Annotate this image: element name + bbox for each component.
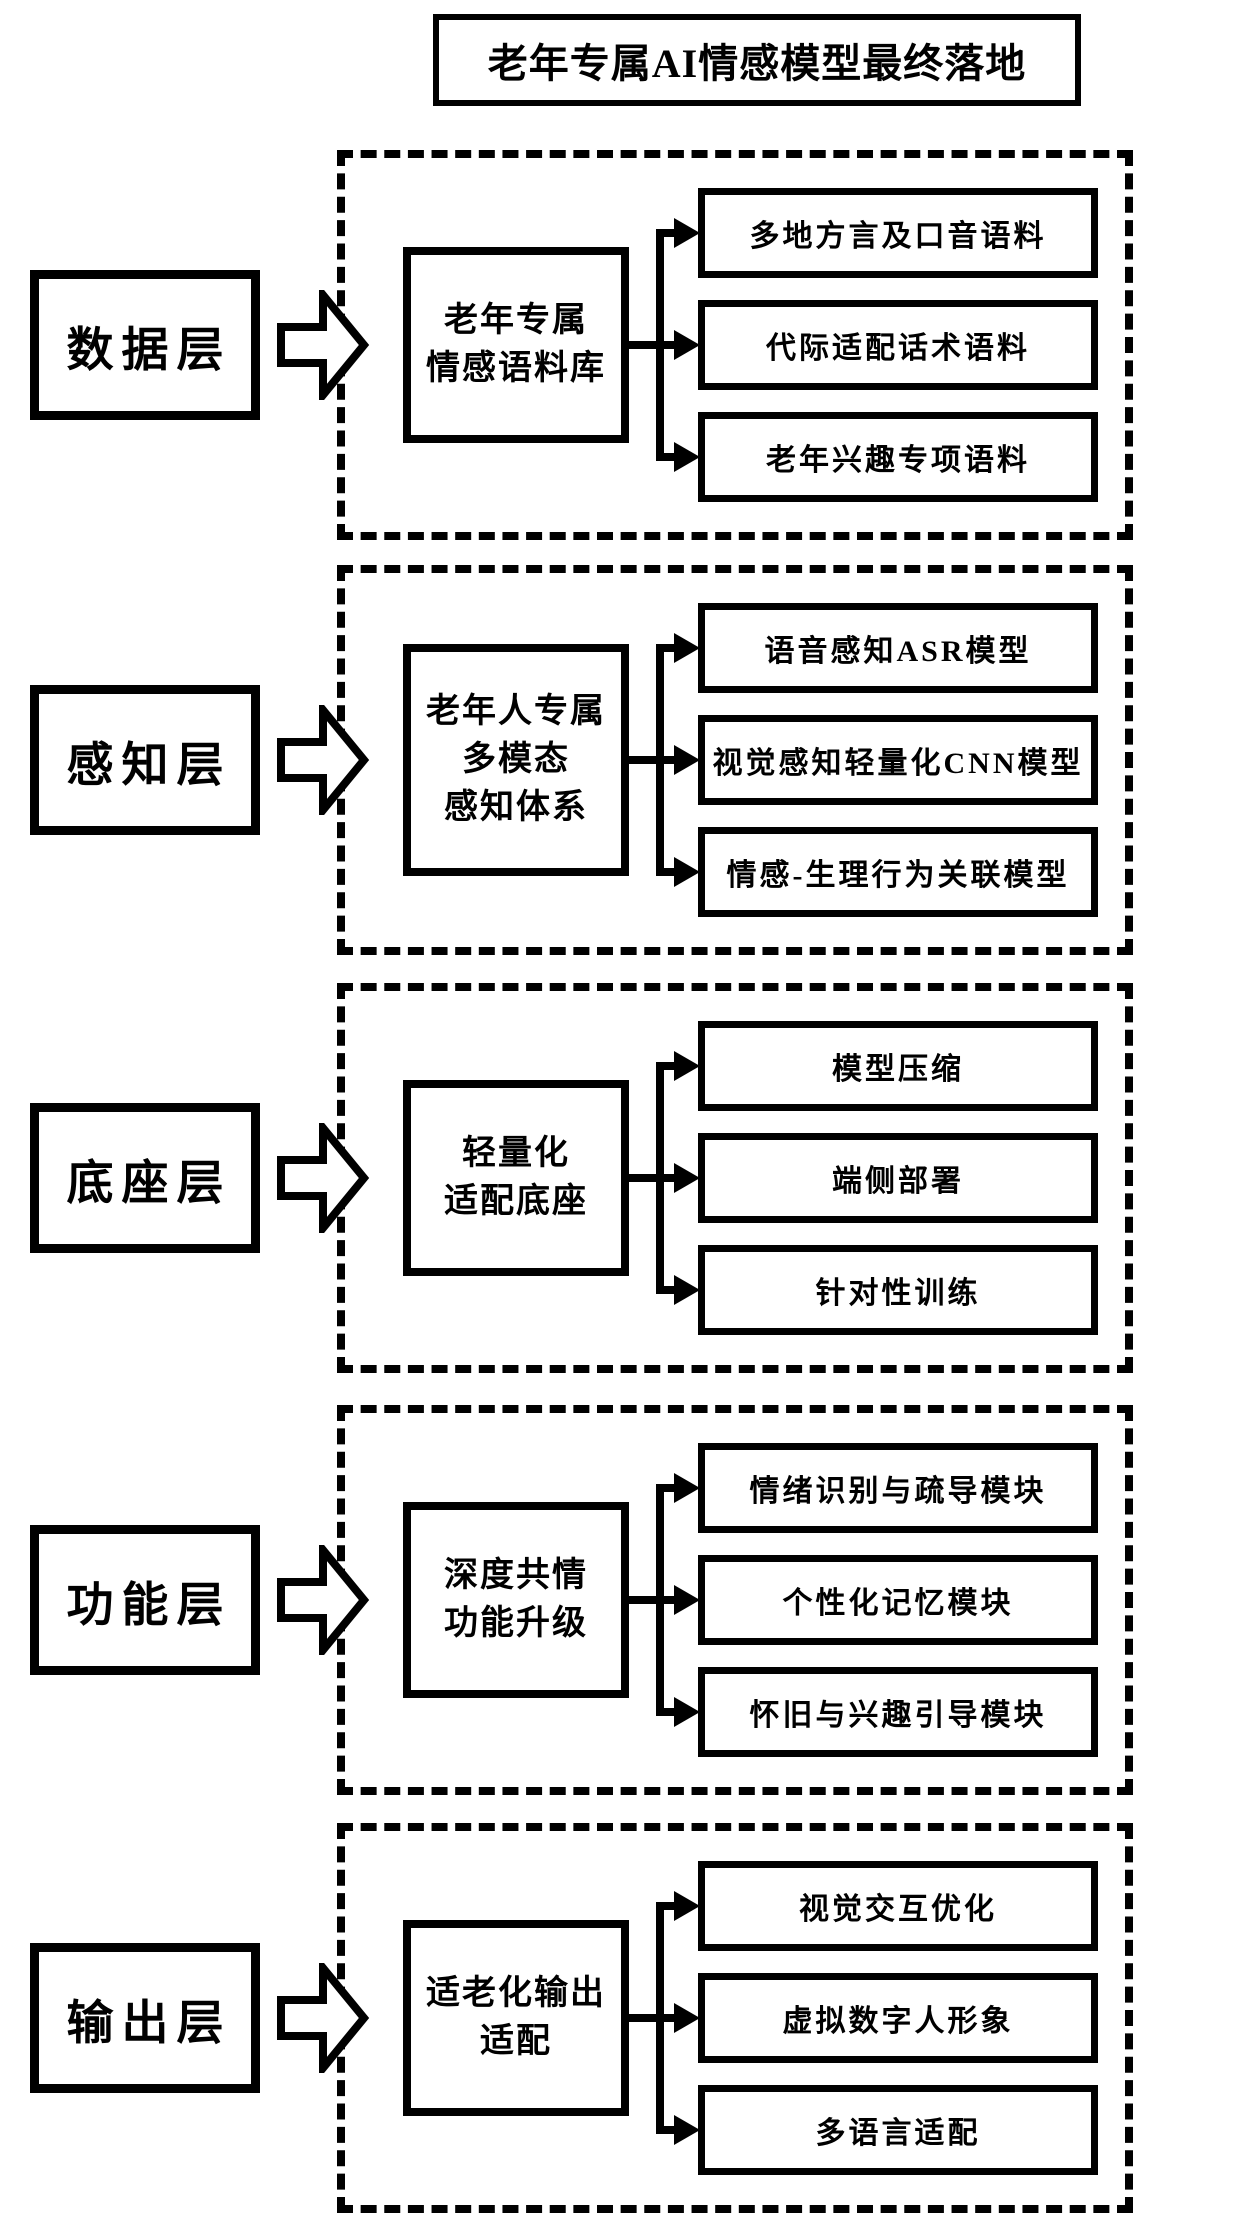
connector-line: [660, 1708, 682, 1716]
leaf-box: 多地方言及口音语料: [698, 188, 1098, 278]
section-function-layer: 功能层 深度共情 功能升级 情绪识别与疏导模块 个性化记忆模块 怀旧与兴趣引导模…: [0, 1405, 1252, 1795]
arrowhead-icon: [674, 1163, 700, 1193]
connector-spine: [656, 1062, 664, 1294]
leaf-box: 情感-生理行为关联模型: [698, 827, 1098, 917]
right-arrow-icon: [276, 283, 370, 407]
leaf-box: 端侧部署: [698, 1133, 1098, 1223]
leaf-box: 个性化记忆模块: [698, 1555, 1098, 1645]
diagram-title: 老年专属AI情感模型最终落地: [433, 14, 1081, 106]
connector-line: [660, 1484, 682, 1492]
connector-spine: [656, 644, 664, 876]
leaf-box: 老年兴趣专项语料: [698, 412, 1098, 502]
connector-line: [660, 1902, 682, 1910]
leaf-box: 针对性训练: [698, 1245, 1098, 1335]
right-arrow-icon: [276, 698, 370, 822]
arrowhead-icon: [674, 442, 700, 472]
connector-line: [660, 229, 682, 237]
connector-line: [660, 1286, 682, 1294]
section-perception-layer: 感知层 老年人专属 多模态 感知体系 语音感知ASR模型 视觉感知轻量化CNN模…: [0, 565, 1252, 955]
section-base-layer: 底座层 轻量化 适配底座 模型压缩 端侧部署 针对性训练: [0, 983, 1252, 1373]
arrowhead-icon: [674, 2115, 700, 2145]
hub-box: 轻量化 适配底座: [403, 1080, 629, 1276]
leaf-box: 情绪识别与疏导模块: [698, 1443, 1098, 1533]
leaf-box: 视觉感知轻量化CNN模型: [698, 715, 1098, 805]
hub-box: 老年专属 情感语料库: [403, 247, 629, 443]
connector-line: [660, 868, 682, 876]
arrowhead-icon: [674, 1473, 700, 1503]
arrowhead-icon: [674, 1891, 700, 1921]
arrowhead-icon: [674, 2003, 700, 2033]
connector-spine: [656, 1902, 664, 2134]
arrowhead-icon: [674, 1051, 700, 1081]
right-arrow-icon: [276, 1956, 370, 2080]
right-arrow-icon: [276, 1116, 370, 1240]
leaf-box: 语音感知ASR模型: [698, 603, 1098, 693]
arrowhead-icon: [674, 330, 700, 360]
arrowhead-icon: [674, 633, 700, 663]
leaf-box: 视觉交互优化: [698, 1861, 1098, 1951]
leaf-box: 虚拟数字人形象: [698, 1973, 1098, 2063]
layer-label-box: 数据层: [30, 270, 260, 420]
leaf-box: 多语言适配: [698, 2085, 1098, 2175]
section-data-layer: 数据层 老年专属 情感语料库 多地方言及口音语料 代际适配话术语料 老年兴趣专项…: [0, 150, 1252, 540]
layer-label-box: 底座层: [30, 1103, 260, 1253]
right-arrow-icon: [276, 1538, 370, 1662]
hub-box: 老年人专属 多模态 感知体系: [403, 644, 629, 876]
arrowhead-icon: [674, 1275, 700, 1305]
connector-line: [660, 453, 682, 461]
connector-line: [660, 2126, 682, 2134]
hub-box: 深度共情 功能升级: [403, 1502, 629, 1698]
layer-label-box: 输出层: [30, 1943, 260, 2093]
arrowhead-icon: [674, 1697, 700, 1727]
arrowhead-icon: [674, 1585, 700, 1615]
hub-box: 适老化输出 适配: [403, 1920, 629, 2116]
connector-line: [660, 1062, 682, 1070]
arrowhead-icon: [674, 218, 700, 248]
section-output-layer: 输出层 适老化输出 适配 视觉交互优化 虚拟数字人形象 多语言适配: [0, 1823, 1252, 2213]
arrowhead-icon: [674, 857, 700, 887]
connector-line: [660, 644, 682, 652]
leaf-box: 代际适配话术语料: [698, 300, 1098, 390]
arrowhead-icon: [674, 745, 700, 775]
leaf-box: 怀旧与兴趣引导模块: [698, 1667, 1098, 1757]
layer-label-box: 感知层: [30, 685, 260, 835]
leaf-box: 模型压缩: [698, 1021, 1098, 1111]
connector-spine: [656, 1484, 664, 1716]
connector-spine: [656, 229, 664, 461]
layer-label-box: 功能层: [30, 1525, 260, 1675]
